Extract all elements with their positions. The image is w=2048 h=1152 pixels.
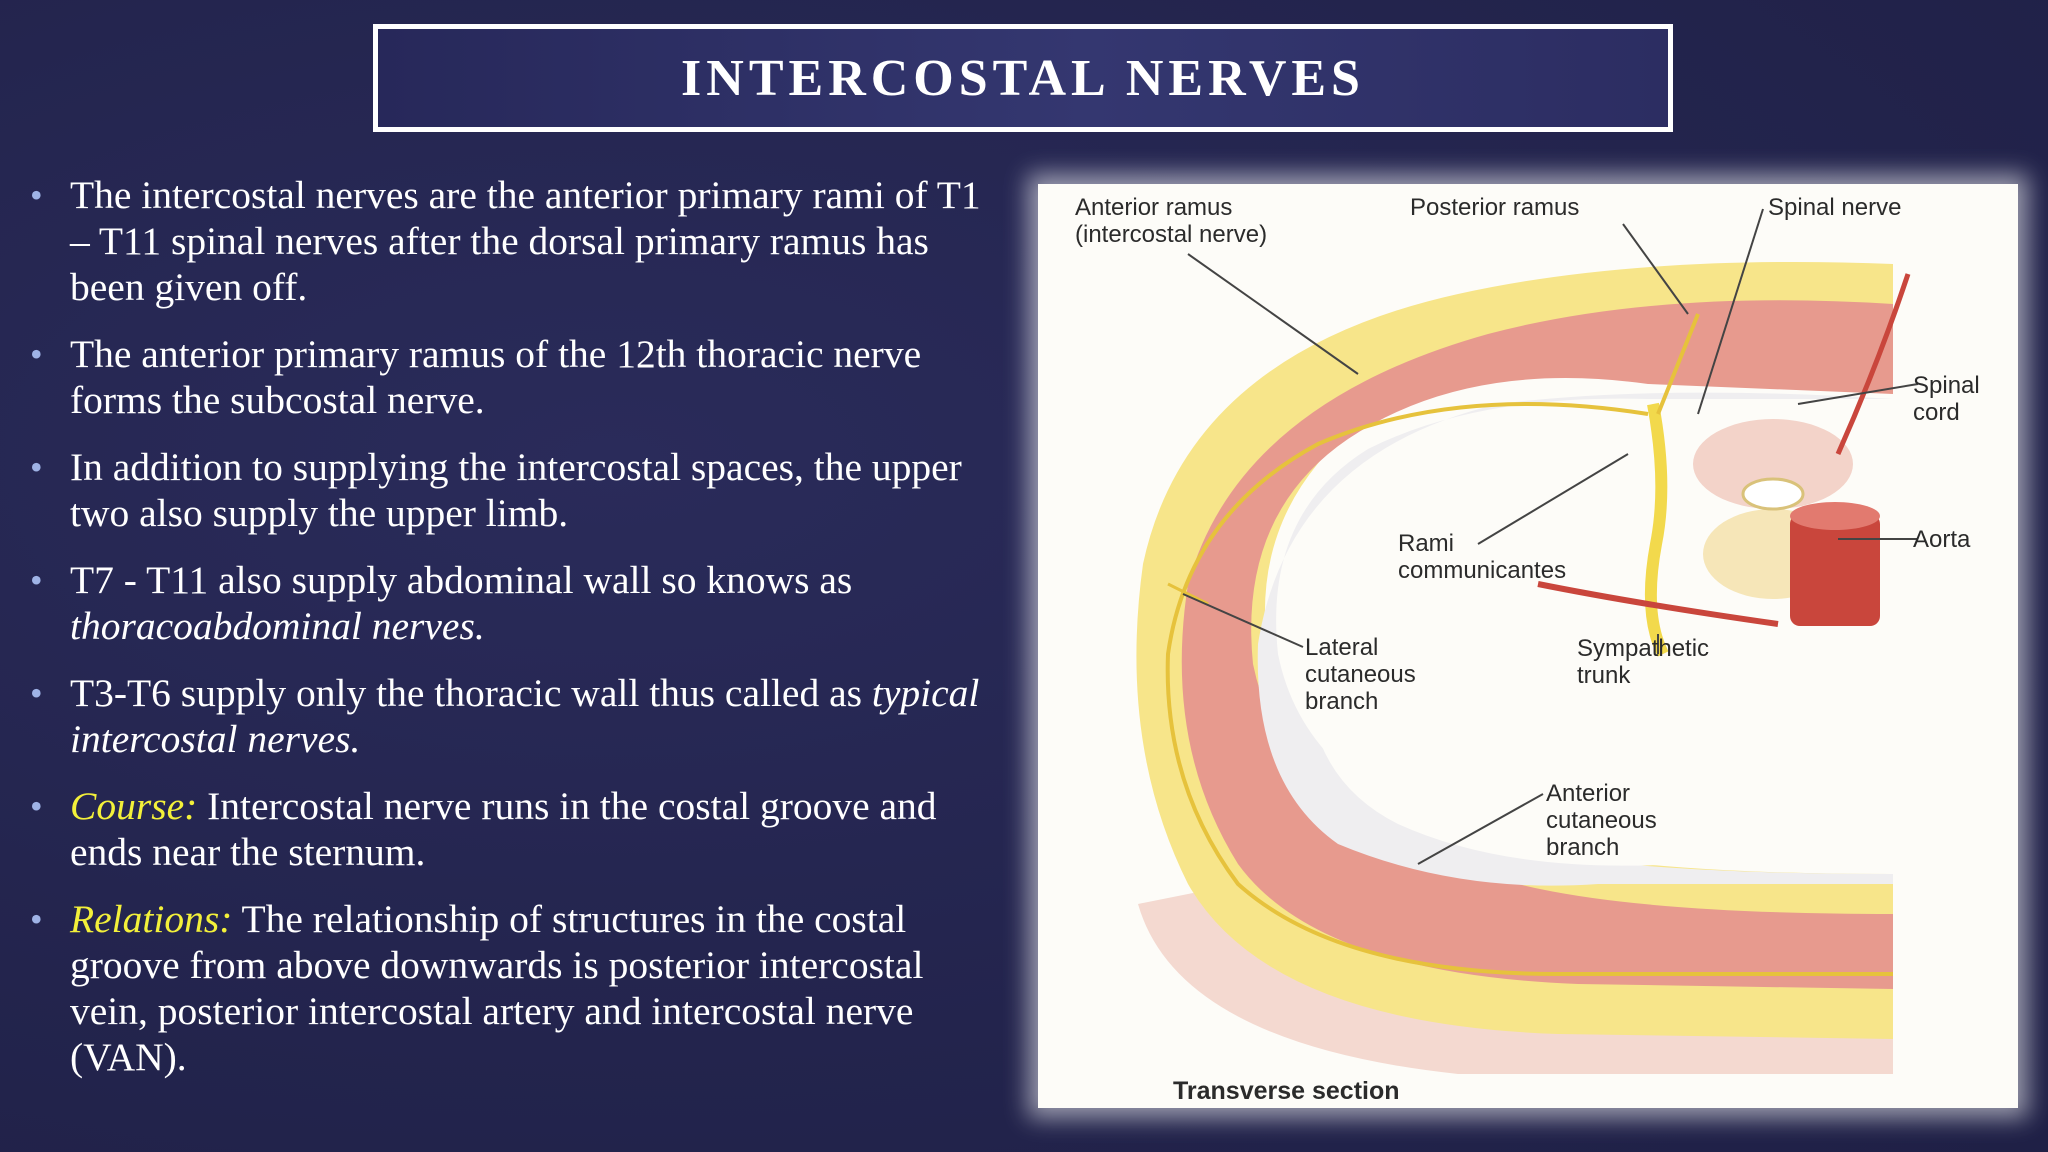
bullet-item: • Course: Intercostal nerve runs in the c… bbox=[28, 783, 988, 875]
bullet-icon: • bbox=[30, 560, 43, 600]
transverse-section-illustration bbox=[1136, 208, 1919, 1074]
bullet-list: • The intercostal nerves are the anterior… bbox=[28, 172, 988, 1101]
label-rami-communicantes: Rami communicantes bbox=[1398, 530, 1567, 584]
bullet-text: In addition to supplying the intercostal… bbox=[70, 445, 962, 535]
bullet-text: The relationship of structures in the co… bbox=[70, 897, 924, 1079]
label-posterior-ramus: Posterior ramus bbox=[1410, 194, 1580, 221]
course-label: Course: bbox=[70, 784, 198, 828]
label-spinal-cord: Spinal cord bbox=[1913, 372, 1980, 426]
label-anterior-cutaneous-branch: Anterior cutaneous branch bbox=[1546, 780, 1657, 861]
slide-title: INTERCOSTAL NERVES bbox=[681, 49, 1365, 107]
bullet-icon: • bbox=[30, 447, 43, 487]
bullet-text: T7 - T11 also supply abdominal wall so k… bbox=[70, 558, 853, 602]
label-lateral-cutaneous-branch: Lateral cutaneous branch bbox=[1305, 634, 1416, 715]
bullet-icon: • bbox=[30, 175, 43, 215]
bullet-item: • The intercostal nerves are the anterior… bbox=[28, 172, 988, 310]
bullet-item: • T3-T6 supply only the thoracic wall thu… bbox=[28, 670, 988, 762]
bullet-text: The anterior primary ramus of the 12th t… bbox=[70, 332, 922, 422]
bullet-icon: • bbox=[30, 899, 43, 939]
bullet-item: • In addition to supplying the intercosta… bbox=[28, 444, 988, 536]
title-box: INTERCOSTAL NERVES bbox=[373, 24, 1673, 132]
anatomy-figure: Anterior ramus (intercostal nerve) Poste… bbox=[1038, 184, 2018, 1108]
bullet-italic-text: thoracoabdominal nerves. bbox=[70, 604, 485, 648]
bullet-item: • T7 - T11 also supply abdominal wall so … bbox=[28, 557, 988, 649]
relations-label: Relations: bbox=[70, 897, 233, 941]
bullet-icon: • bbox=[30, 334, 43, 374]
bullet-text: The intercostal nerves are the anterior … bbox=[70, 173, 981, 309]
label-sympathetic-trunk: Sympathetic trunk bbox=[1577, 635, 1710, 689]
label-aorta: Aorta bbox=[1913, 526, 1971, 553]
bullet-item: • Relations: The relationship of structur… bbox=[28, 896, 988, 1080]
figure-caption: Transverse section bbox=[1173, 1077, 1400, 1105]
bullet-icon: • bbox=[30, 673, 43, 713]
label-anterior-ramus: Anterior ramus (intercostal nerve) bbox=[1075, 194, 1268, 248]
bullet-italic-text: typical intercostal nerves. bbox=[70, 671, 980, 761]
bullet-item: • The anterior primary ramus of the 12th … bbox=[28, 331, 988, 423]
bullet-text: Intercostal nerve runs in the costal gro… bbox=[70, 784, 937, 874]
bullet-text: T3-T6 supply only the thoracic wall thus… bbox=[70, 671, 872, 715]
label-spinal-nerve: Spinal nerve bbox=[1768, 194, 1902, 221]
bullet-icon: • bbox=[30, 786, 43, 826]
